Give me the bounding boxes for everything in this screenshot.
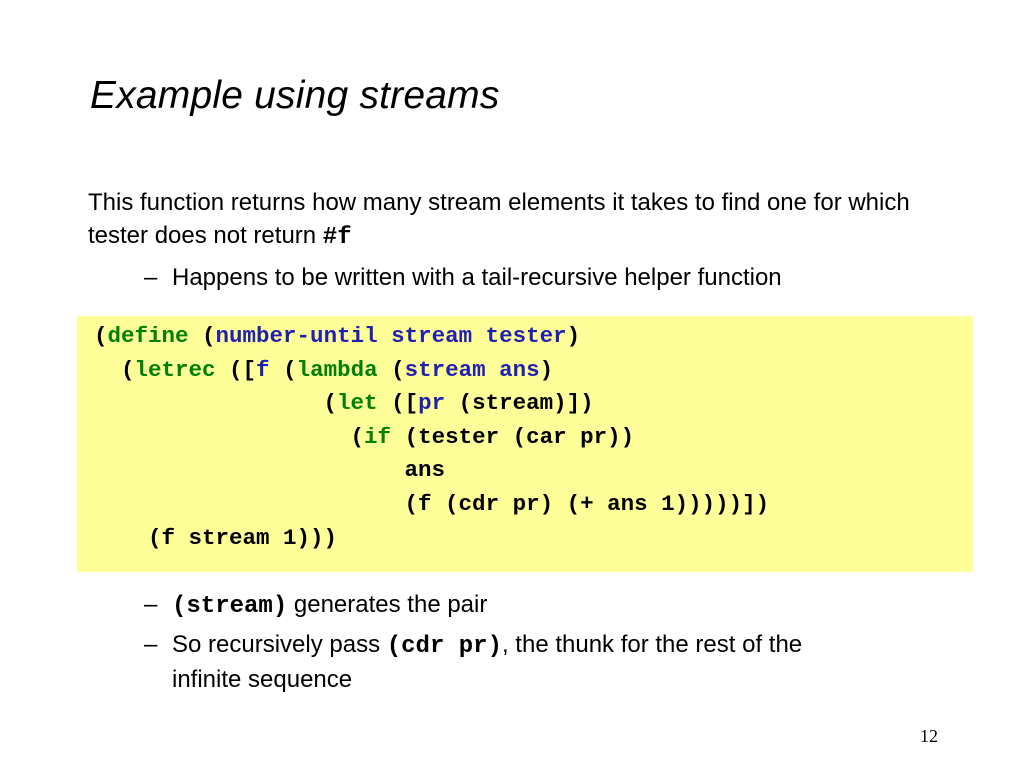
bullet-pass-code: (cdr pr) bbox=[386, 633, 502, 660]
code-line-4: (if (tester (car pr)) bbox=[94, 423, 635, 450]
intro-paragraph: This function returns how many stream el… bbox=[88, 186, 918, 254]
bullet-helper-text: Happens to be written with a tail-recurs… bbox=[172, 264, 782, 291]
intro-text: This function returns how many stream el… bbox=[88, 189, 910, 249]
bullet-pass-text-after: , the thunk for the rest of the bbox=[501, 631, 803, 658]
code-line-3: (let ([pr (stream)]) bbox=[94, 390, 594, 417]
code-block: (define (number-until stream tester) (le… bbox=[77, 316, 973, 572]
bullet-pass-text-line2: infinite sequence bbox=[172, 666, 353, 693]
bullet-recursive-pass: –So recursively pass (cdr pr), the thunk… bbox=[144, 628, 944, 696]
intro-code: #f bbox=[322, 224, 352, 251]
bullet-stream-text: generates the pair bbox=[287, 591, 488, 618]
code-line-2: (letrec ([f (lambda (stream ans) bbox=[94, 356, 554, 383]
bullet-stream-pair: –(stream) generates the pair bbox=[144, 588, 944, 623]
code-line-6: (f (cdr pr) (+ ans 1)))))]) bbox=[94, 490, 770, 517]
bullet-dash: – bbox=[144, 591, 158, 618]
bullet-dash: – bbox=[144, 631, 158, 658]
code-line-5: ans bbox=[94, 457, 446, 484]
bullet-pass-text-before: So recursively pass bbox=[172, 631, 387, 658]
bullet-dash: – bbox=[144, 264, 158, 291]
code-line-7: (f stream 1))) bbox=[94, 524, 338, 551]
slide-title: Example using streams bbox=[90, 74, 500, 117]
bullet-helper-function: –Happens to be written with a tail-recur… bbox=[144, 261, 944, 294]
page-number: 12 bbox=[920, 726, 938, 746]
code-listing: (define (number-until stream tester) (le… bbox=[94, 320, 769, 555]
code-line-1: (define (number-until stream tester) bbox=[94, 323, 581, 349]
bullet-stream-code: (stream) bbox=[172, 593, 288, 620]
